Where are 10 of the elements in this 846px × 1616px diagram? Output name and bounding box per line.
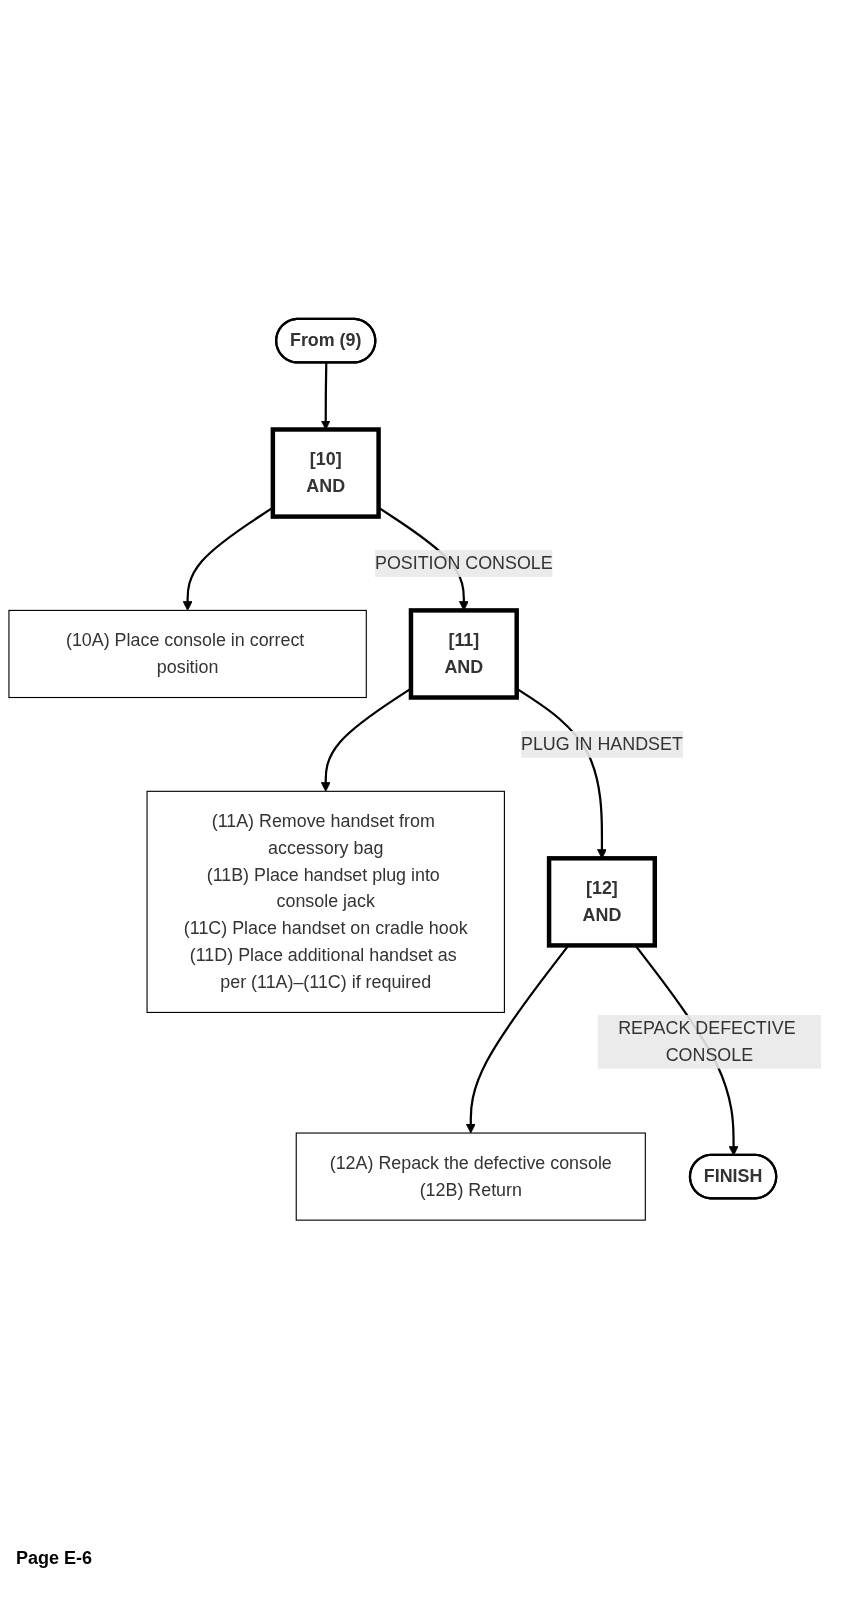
page-number: Page E-6 (16, 1548, 94, 1569)
node-box: (11A) Remove handset from accessory bag (11B) Place handset plug into console jack (11C) Place handset on cradle hook (11D) Place additional handset as per (11A)–(11C) if required (146, 791, 505, 1014)
node-box: [12] AND (546, 856, 658, 949)
edge-label: POSITION CONSOLE (374, 553, 553, 573)
node-box: (12A) Repack the defective console (12B) Return (295, 1132, 646, 1222)
node-box: [10] AND (270, 427, 381, 520)
node-box: [11] AND (408, 608, 519, 701)
node-box: (10A) Place console in correct position (8, 610, 367, 699)
edge-label: REPACK DEFECTIVE CONSOLE (618, 1018, 796, 1065)
edge-label: PLUG IN HANDSET (521, 734, 683, 754)
